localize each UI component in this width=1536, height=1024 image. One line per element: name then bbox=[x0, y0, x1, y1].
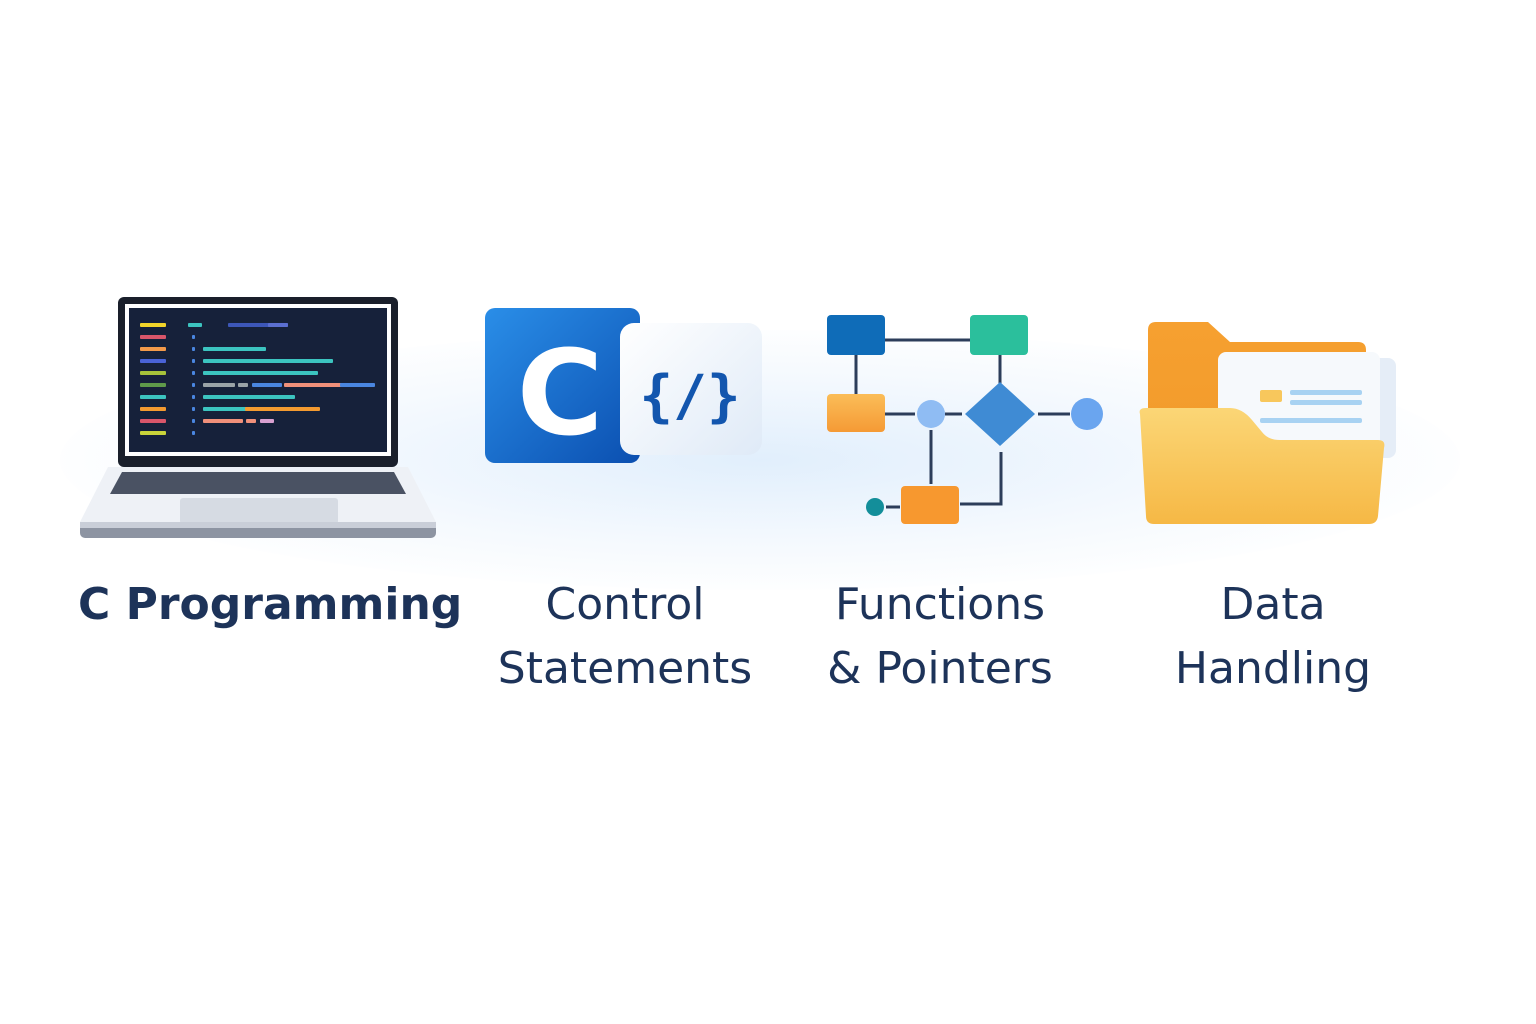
code-line bbox=[238, 383, 248, 387]
c-language-logo: C {/} bbox=[485, 308, 762, 463]
flowchart-nodes bbox=[827, 315, 1103, 524]
topic-label: Data bbox=[1220, 579, 1326, 630]
topic-label: Control bbox=[545, 579, 705, 630]
topic-label: Handling bbox=[1174, 643, 1372, 694]
code-line bbox=[203, 383, 235, 387]
topic-control-statements: Control Statements bbox=[445, 573, 805, 701]
svg-text:C: C bbox=[517, 324, 604, 462]
topic-label: & Pointers bbox=[827, 643, 1053, 694]
topic-functions-pointers: Functions & Pointers bbox=[760, 573, 1120, 701]
code-line bbox=[260, 419, 274, 423]
code-line bbox=[203, 371, 318, 375]
code-line bbox=[268, 323, 288, 327]
code-lines bbox=[140, 323, 375, 435]
code-line bbox=[192, 371, 195, 375]
code-line bbox=[340, 383, 375, 387]
folder-icon bbox=[1139, 322, 1396, 524]
code-line bbox=[188, 323, 202, 327]
code-line bbox=[140, 359, 166, 363]
code-line bbox=[140, 431, 166, 435]
code-line bbox=[140, 371, 166, 375]
code-line bbox=[284, 383, 354, 387]
code-line bbox=[236, 347, 266, 351]
code-line bbox=[203, 359, 333, 363]
code-line bbox=[192, 431, 195, 435]
code-line bbox=[140, 419, 166, 423]
code-line bbox=[252, 383, 282, 387]
code-line bbox=[203, 395, 295, 399]
laptop-icon bbox=[80, 297, 436, 538]
code-line bbox=[203, 419, 243, 423]
code-line bbox=[192, 335, 195, 339]
code-line bbox=[140, 335, 166, 339]
code-line bbox=[246, 419, 256, 423]
code-line bbox=[140, 347, 166, 351]
code-line bbox=[192, 419, 195, 423]
code-line bbox=[140, 407, 166, 411]
code-line bbox=[192, 383, 195, 387]
code-line bbox=[140, 323, 166, 327]
topic-label: Statements bbox=[497, 643, 753, 694]
code-line bbox=[192, 359, 195, 363]
code-brackets-icon: {/} bbox=[639, 364, 740, 429]
flowchart-icon bbox=[854, 338, 1070, 509]
topic-c-programming: C Programming bbox=[78, 573, 463, 637]
code-line bbox=[192, 407, 195, 411]
topic-label: Functions bbox=[834, 579, 1046, 630]
code-line bbox=[140, 383, 166, 387]
code-line bbox=[192, 395, 195, 399]
code-line bbox=[245, 407, 320, 411]
code-line bbox=[192, 347, 195, 351]
topic-data-handling: Data Handling bbox=[1093, 573, 1453, 701]
code-line bbox=[140, 395, 166, 399]
topic-label: C Programming bbox=[78, 579, 463, 630]
